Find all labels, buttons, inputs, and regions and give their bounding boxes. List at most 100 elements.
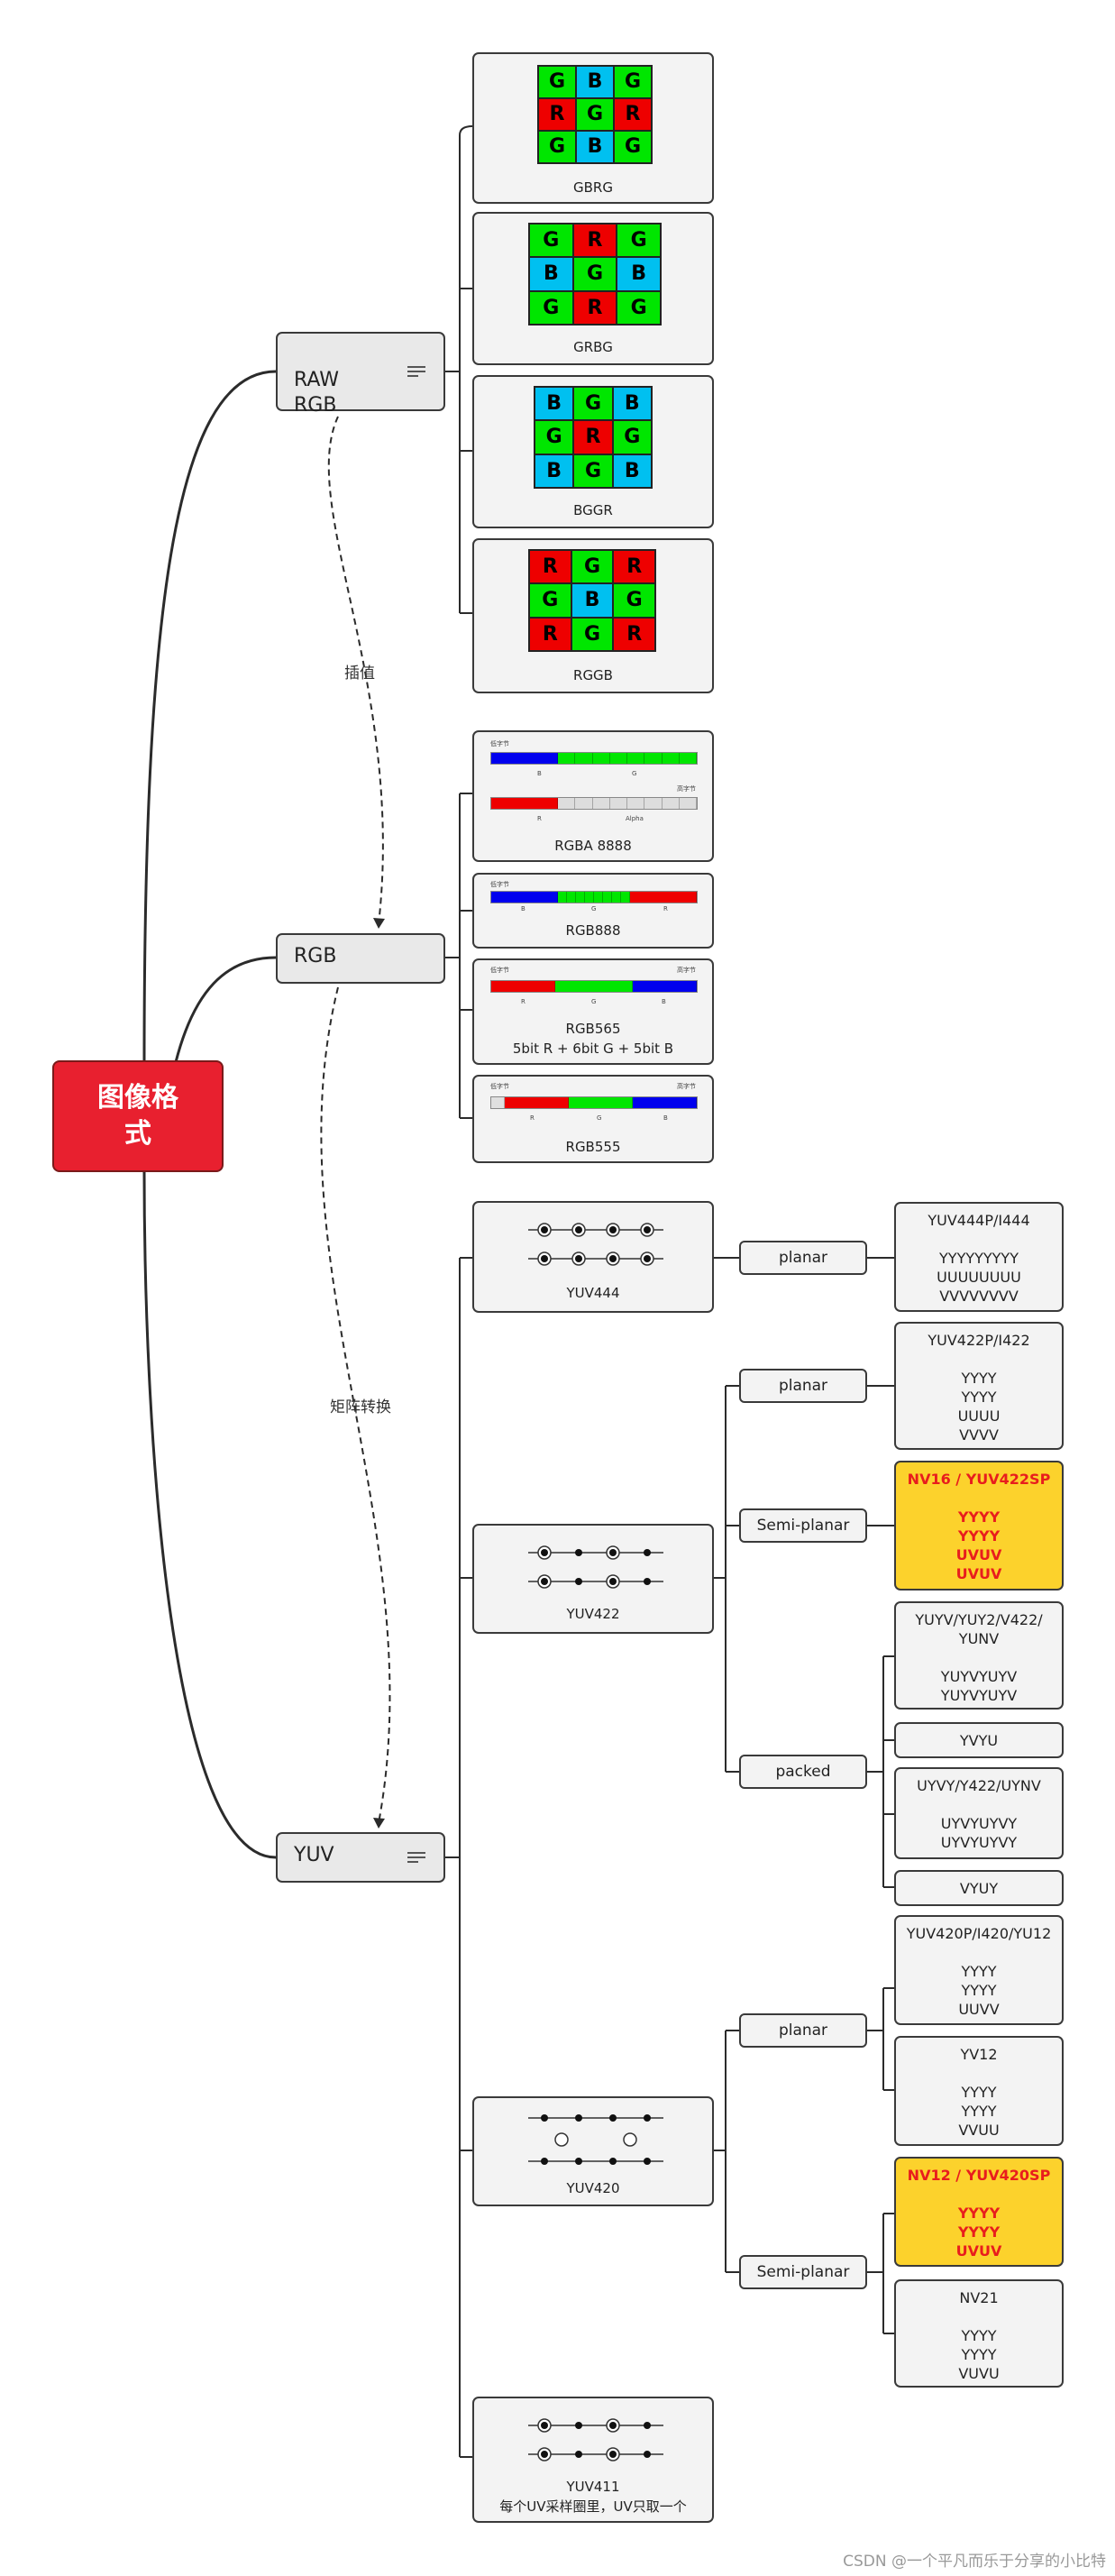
bayer-cell-g: G	[529, 290, 573, 325]
bayer-caption: RGGB	[573, 667, 613, 683]
bayer-cell-b: B	[535, 387, 574, 421]
yuv422-planar-pill[interactable]: planar	[739, 1369, 867, 1403]
tiny-label: B	[662, 998, 666, 1005]
yuv411-note: 每个UV采样圈里，UV只取一个	[499, 2498, 687, 2515]
bayer-cell-b: B	[612, 454, 652, 488]
bayer-cell-b: B	[576, 66, 614, 98]
yuv444-box[interactable]: YUV444	[472, 1201, 714, 1313]
leaf-nv16[interactable]: NV16 / YUV422SP YYYY YYYY UVUV UVUV	[894, 1461, 1064, 1591]
bayer-cell-g: G	[617, 224, 661, 258]
yuv422-semiplanar-pill[interactable]: Semi-planar	[739, 1508, 867, 1543]
tiny-label: R	[537, 815, 542, 822]
rgb-node[interactable]: RGB	[276, 933, 445, 984]
rgb555-bar	[490, 1096, 698, 1109]
yuv444-sample-diagram	[528, 1223, 663, 1266]
bayer-cell-r: R	[613, 617, 655, 651]
bayer-cell-b: B	[535, 454, 574, 488]
leaf-vyuy[interactable]: VYUY	[894, 1870, 1064, 1906]
bayer-cell-r: R	[538, 98, 576, 131]
bayer-cell-r: R	[573, 420, 613, 454]
yuv-label: YUV	[294, 1844, 334, 1866]
yuv444-planar-pill[interactable]: planar	[739, 1241, 867, 1275]
tiny-label: G	[591, 905, 597, 912]
edge-label-matrix: 矩阵转换	[330, 1398, 391, 1416]
bayer-cell-g: G	[572, 257, 617, 291]
tiny-label: 低字节	[490, 881, 509, 888]
root-label: 图像格 式	[97, 1082, 178, 1150]
rgb-label: RGB	[294, 945, 337, 967]
rgb555-box[interactable]: 低字节 高字节 R G B RGB555	[472, 1075, 714, 1163]
rgba-bar-high	[490, 797, 698, 810]
rgb888-box[interactable]: 低字节 B G R RGB888	[472, 873, 714, 949]
leaf-uyvy[interactable]: UYVY/Y422/UYNV UYVYUYVY UYVYUYVY	[894, 1767, 1064, 1859]
tiny-label: Alpha	[626, 815, 644, 822]
tiny-label: G	[591, 998, 597, 1005]
bayer-cell-g: G	[529, 583, 571, 618]
notes-icon	[407, 366, 425, 377]
yuv422-caption: YUV422	[566, 1606, 620, 1622]
bayer-cell-b: B	[529, 257, 573, 291]
yuv420-caption: YUV420	[566, 2180, 620, 2196]
yuv420-box[interactable]: YUV420	[472, 2096, 714, 2206]
yuv411-box[interactable]: YUV411 每个UV采样圈里，UV只取一个	[472, 2397, 714, 2523]
leaf-yuv422p[interactable]: YUV422P/I422 YYYY YYYY UUUU VVVV	[894, 1322, 1064, 1450]
yuv422-box[interactable]: YUV422	[472, 1524, 714, 1634]
leaf-yuyv[interactable]: YUYV/YUY2/V422/ YUNV YUYVYUYV YUYVYUYV	[894, 1601, 1064, 1710]
leaf-yuv420p[interactable]: YUV420P/I420/YU12 YYYY YYYY UUVV	[894, 1915, 1064, 2025]
bayer-cell-r: R	[529, 617, 571, 651]
leaf-yvyu[interactable]: YVYU	[894, 1722, 1064, 1758]
tiny-label: 低字节	[490, 740, 509, 747]
bayer-cell-g: G	[535, 420, 574, 454]
rgb565-box[interactable]: 低字节 高字节 R G B RGB565 5bit R + 6bit G + 5…	[472, 958, 714, 1065]
yuv422-packed-pill[interactable]: packed	[739, 1755, 867, 1789]
bayer-cell-r: R	[572, 224, 617, 258]
bayer-caption: GRBG	[573, 339, 613, 355]
bayer-cell-b: B	[576, 131, 614, 163]
tiny-label: 低字节	[490, 1083, 509, 1090]
tiny-label: R	[521, 998, 526, 1005]
bayer-cell-g: G	[613, 583, 655, 618]
raw-rgb-label: RAW RGB	[294, 369, 339, 417]
rgba8888-box[interactable]: 低字节 B G 高字节 R Alpha RGBA 8888	[472, 730, 714, 862]
tiny-label: R	[663, 905, 668, 912]
root-node[interactable]: 图像格 式	[52, 1060, 224, 1172]
rgb888-bar	[490, 891, 698, 903]
bayer-cell-r: R	[614, 98, 652, 131]
bayer-cell-g: G	[612, 420, 652, 454]
bayer-cell-g: G	[614, 66, 652, 98]
leaf-nv21[interactable]: NV21 YYYY YYYY VUVU	[894, 2279, 1064, 2388]
tiny-label: R	[530, 1114, 535, 1122]
raw-rgb-node[interactable]: RAW RGB	[276, 332, 445, 417]
yuv422-sample-diagram	[528, 1545, 663, 1589]
bayer-cell-b: B	[612, 387, 652, 421]
tiny-label: B	[521, 905, 526, 912]
bayer-cell-r: R	[613, 550, 655, 584]
bayer-cell-g: G	[614, 131, 652, 163]
tiny-label: 低字节	[490, 967, 509, 974]
leaf-nv12[interactable]: NV12 / YUV420SP YYYY YYYY UVUV	[894, 2157, 1064, 2267]
bayer-cell-r: R	[529, 550, 571, 584]
bayer-cell-b: B	[571, 583, 614, 618]
bayer-cell-g: G	[538, 131, 576, 163]
watermark: CSDN @一个平凡而乐于分享的小比特	[843, 2553, 1106, 2571]
bayer-cell-g: G	[573, 454, 613, 488]
yuv420-semiplanar-pill[interactable]: Semi-planar	[739, 2255, 867, 2289]
rgb565-caption-bits: 5bit R + 6bit G + 5bit B	[512, 1040, 674, 1057]
leaf-yuv444p[interactable]: YUV444P/I444 YYYYYYYYY UUUUUUUU VVVVVVVV	[894, 1202, 1064, 1312]
edge-label-interpolation: 插值	[344, 665, 375, 683]
rgb555-caption: RGB555	[565, 1139, 621, 1155]
bayer-cell-g: G	[617, 290, 661, 325]
tiny-label: 高字节	[677, 1083, 696, 1090]
yuv420-planar-pill[interactable]: planar	[739, 2013, 867, 2048]
rgb565-bar	[490, 980, 698, 993]
leaf-yv12[interactable]: YV12 YYYY YYYY VVUU	[894, 2036, 1064, 2146]
notes-icon	[407, 1852, 425, 1863]
yuv-node[interactable]: YUV	[276, 1832, 445, 1883]
